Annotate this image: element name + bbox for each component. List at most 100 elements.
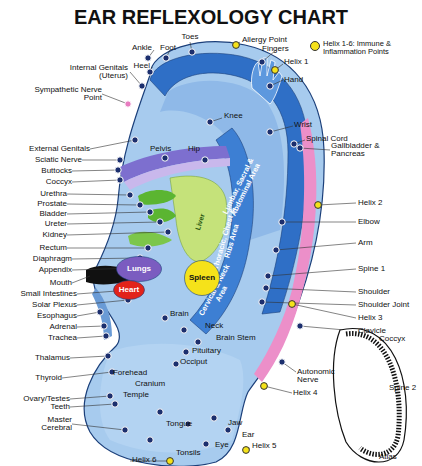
organ-fill [114,281,145,300]
part-label: Thalamus [35,354,70,362]
part-label: Shoulder [358,288,390,296]
reflex-point [107,393,113,399]
hand-symbol [251,58,282,104]
reflex-point [112,401,118,407]
reflex-point [189,49,195,55]
legend-swatch [310,41,320,51]
part-label: Pelvis [150,145,171,153]
reflex-point [183,349,189,355]
part-label: Allergy Point [242,36,287,44]
part-label: Master Cerebral [32,416,72,433]
part-label: Solar Plexus [32,301,77,309]
part-label: Spine 1 [358,265,385,273]
part-label: Elbow [358,218,380,226]
small-ear-outline [333,328,406,462]
reflex-point [147,437,153,443]
part-label: Tongue [166,420,192,428]
reflex-points [97,42,322,465]
part-label: Brain [170,310,189,318]
part-label: Toes [182,33,199,41]
reflex-point [202,157,208,163]
part-label: Pituitary [192,347,221,355]
organ-fill [185,261,220,296]
part-label: Teeth [50,403,70,411]
reflex-point [139,83,145,89]
part-label: Tonsils [176,449,200,457]
organ-name: Spleen [189,274,215,282]
part-label: Hand [284,76,303,84]
reflex-point [297,145,303,151]
organ-name: Lungs [127,265,151,273]
reflex-point [267,129,273,135]
part-label: Foot [160,44,176,52]
part-label: Gallbladder & Pancreas [331,142,407,159]
chart-title: EAR REFLEXOLOGY CHART [0,6,422,29]
ear-outline [84,42,324,466]
reflex-point [173,361,179,367]
reflex-point [105,353,111,359]
organ-shape: Lungs [116,256,162,282]
part-label: Heel [134,62,150,70]
immune-point [261,383,268,390]
part-label: External Genitals [29,145,90,153]
part-label: Wrist [294,121,312,129]
reflex-point [162,315,168,321]
part-label: Arm [358,239,373,247]
reflex-point [291,141,297,147]
part-label: Esophagus [37,312,77,320]
immune-point [167,458,174,465]
reflex-point [297,323,303,329]
nerve-point [125,101,131,107]
reflex-point [145,55,151,61]
part-label: Helix 5 [252,442,276,450]
reflex-point [127,192,133,198]
part-label: Ankle [132,44,152,52]
part-label: Helix 1 [284,58,308,66]
reflex-point [117,157,123,163]
reflex-point [267,83,273,89]
part-label: Helix 3 [358,314,382,322]
kidney-symbol [138,190,176,205]
reflex-point [259,59,265,65]
immune-point [315,202,322,209]
part-label: Shoulder Joint [358,301,409,309]
reflex-point [101,323,107,329]
part-label: Helix 2 [358,199,382,207]
tragus-band [92,288,112,340]
reflex-point [117,177,123,183]
part-label: Autonomic Nerve [297,368,347,385]
part-label: Hip [188,145,200,153]
reflex-point [211,415,217,421]
part-label: Jaw [228,419,242,427]
organ-fill [117,257,162,282]
reflex-point [97,309,103,315]
reflex-point [259,299,265,305]
part-label: Cranium [135,380,165,388]
reflex-point [137,202,143,208]
part-label: Ear [242,431,254,439]
part-label: Atlas [379,453,397,461]
reflex-point [279,219,285,225]
reflex-point [163,55,169,61]
part-label: Internal Genitals (Uterus) [60,64,128,81]
reflex-point [207,119,213,125]
part-label: Eye [215,441,229,449]
part-label: Occiput [180,358,207,366]
reflex-point [265,273,271,279]
reflex-point [195,339,201,345]
part-label: Helix 6 [132,456,156,464]
reflex-point [147,209,153,215]
part-label: Appendix [39,266,72,274]
reflex-point [115,167,121,173]
part-label: Buttocks [41,167,72,175]
part-label: Small Intestines [21,290,77,298]
reflex-point [279,359,285,365]
organ-name: Heart [119,286,139,294]
part-label: Rectum [39,244,67,252]
part-label: Lumbar, Sacral & Abdominal Area [216,146,268,230]
reflex-point [103,333,109,339]
reflex-point [145,245,151,251]
reflex-point [181,327,187,333]
part-label: Coccyx [379,335,405,343]
